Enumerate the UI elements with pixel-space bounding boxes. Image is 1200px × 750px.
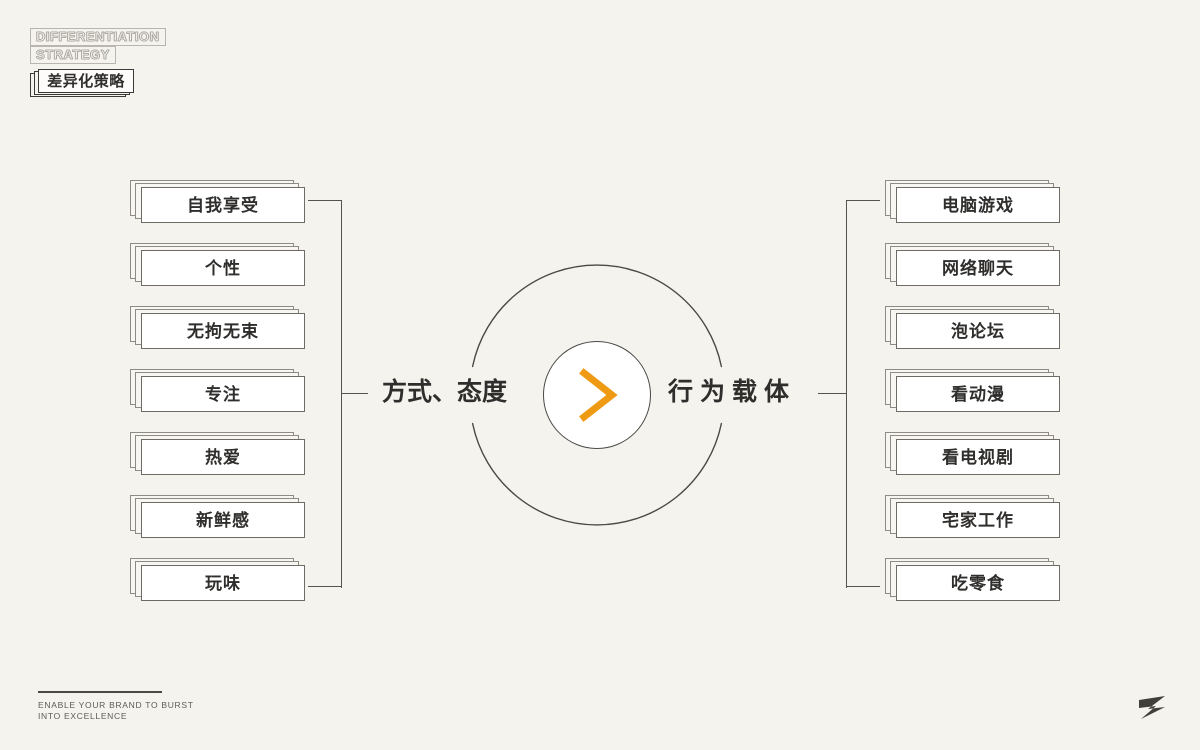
card-layer-front: 吃零食 [896,565,1060,601]
brand-chinese-text: 差异化策略 [47,72,125,90]
bracket-stub-middle [341,393,368,395]
list-item[interactable]: 专注 [130,369,306,413]
list-item[interactable]: 宅家工作 [885,495,1061,539]
bracket-stub-middle [818,393,847,395]
card-layer-front: 网络聊天 [896,250,1060,286]
outer-ring-decoration [452,250,742,540]
brand-english-line-1: DIFFERENTIATION [30,28,166,46]
list-item[interactable]: 网络聊天 [885,243,1061,287]
list-item[interactable]: 热爱 [130,432,306,476]
brand-box-layer-front: 差异化策略 [38,69,134,93]
bracket-stub-bottom [846,586,880,588]
list-item[interactable]: 玩味 [130,558,306,602]
card-layer-front: 热爱 [141,439,305,475]
card-layer-front: 电脑游戏 [896,187,1060,223]
list-item-label: 看动漫 [951,384,1005,404]
bracket-stub-top [846,200,880,202]
list-item[interactable]: 看电视剧 [885,432,1061,476]
card-layer-front: 个性 [141,250,305,286]
list-item-label: 新鲜感 [196,510,250,530]
card-layer-front: 宅家工作 [896,502,1060,538]
footer-tagline-line-2: INTO EXCELLENCE [38,711,128,721]
bracket-stub-top [308,200,342,202]
bracket-stub-bottom [308,586,342,588]
footer-divider [38,691,162,693]
right-bracket-connector [818,200,880,588]
list-item[interactable]: 电脑游戏 [885,180,1061,224]
list-item[interactable]: 个性 [130,243,306,287]
list-item-label: 热爱 [205,447,241,467]
z-logo-icon [1132,688,1172,728]
list-item-label: 宅家工作 [942,510,1014,530]
list-item[interactable]: 看动漫 [885,369,1061,413]
brand-chinese-box: 差异化策略 [30,69,134,97]
list-item-label: 网络聊天 [942,258,1014,278]
card-layer-front: 看动漫 [896,376,1060,412]
card-layer-front: 看电视剧 [896,439,1060,475]
list-item-label: 吃零食 [951,573,1005,593]
chevron-right-icon [579,368,618,422]
left-category-title: 方式、态度 [382,378,508,406]
list-item-label: 泡论坛 [951,321,1005,341]
list-item-label: 看电视剧 [942,447,1014,467]
card-layer-front: 玩味 [141,565,305,601]
list-item-label: 自我享受 [187,195,259,215]
list-item[interactable]: 新鲜感 [130,495,306,539]
center-node[interactable] [543,341,651,449]
list-item-label: 电脑游戏 [942,195,1014,215]
right-category-title: 行为载体 [668,378,797,406]
list-item[interactable]: 吃零食 [885,558,1061,602]
brand-logo: DIFFERENTIATION STRATEGY 差异化策略 [30,28,220,97]
left-bracket-connector [308,200,368,588]
card-layer-front: 自我享受 [141,187,305,223]
list-item-label: 无拘无束 [187,321,259,341]
list-item-label: 专注 [205,384,241,404]
card-layer-front: 泡论坛 [896,313,1060,349]
card-layer-front: 新鲜感 [141,502,305,538]
list-item[interactable]: 泡论坛 [885,306,1061,350]
list-item[interactable]: 自我享受 [130,180,306,224]
footer-tagline-line-1: ENABLE YOUR BRAND TO BURST [38,700,194,710]
footer-tagline: ENABLE YOUR BRAND TO BURST INTO EXCELLEN… [38,691,238,722]
list-item-label: 玩味 [205,573,241,593]
card-layer-front: 专注 [141,376,305,412]
brand-english-line-2: STRATEGY [30,46,116,64]
card-layer-front: 无拘无束 [141,313,305,349]
list-item[interactable]: 无拘无束 [130,306,306,350]
list-item-label: 个性 [205,258,241,278]
